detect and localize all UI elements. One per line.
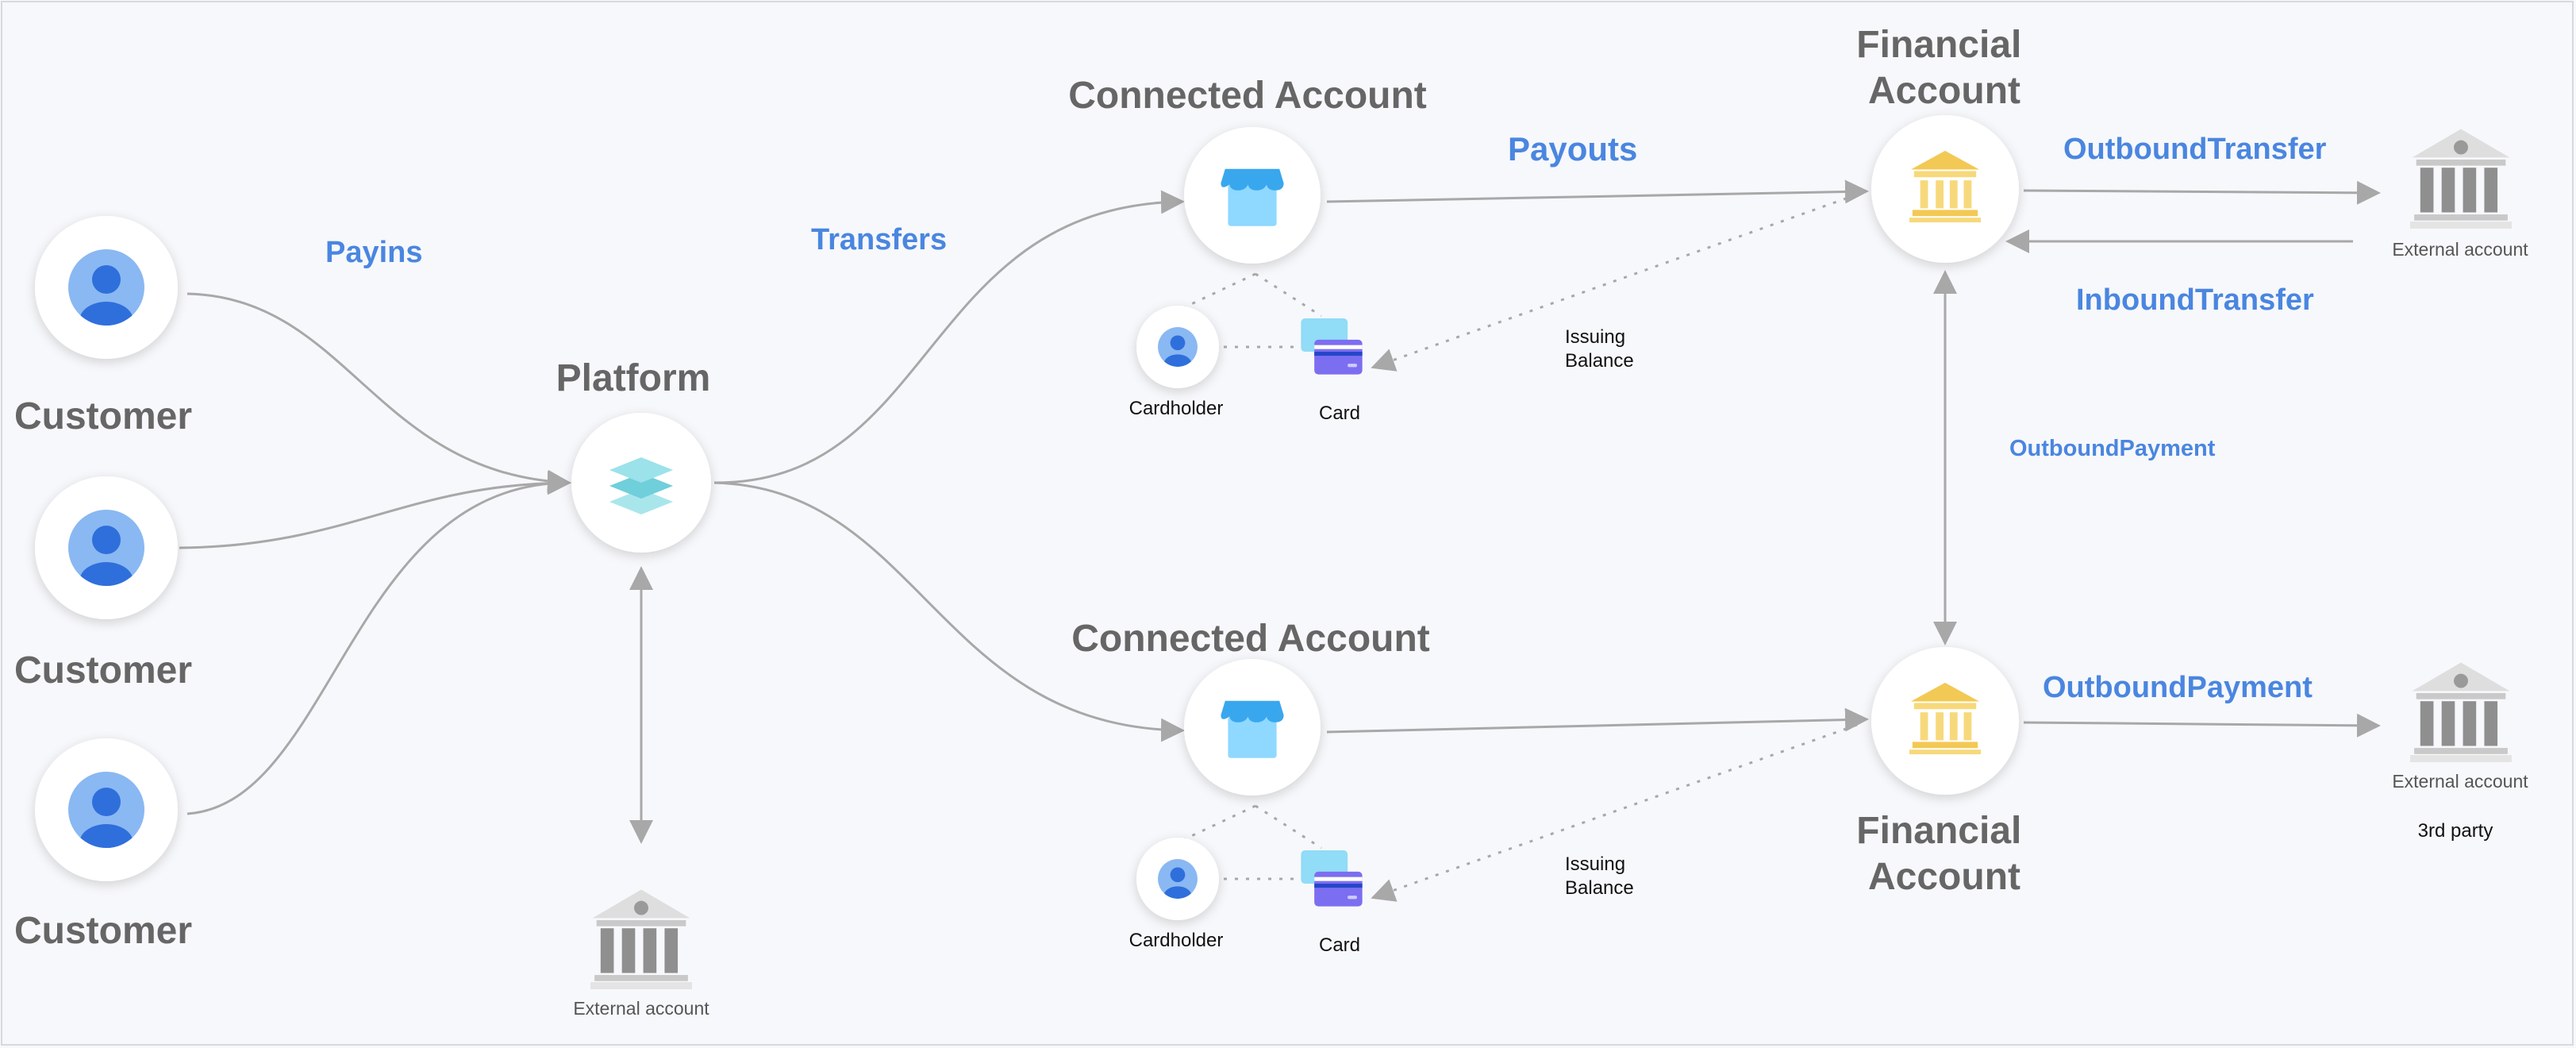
issuing-balance-bottom-line2: Balance (1565, 877, 1634, 899)
financial-account-top[interactable]: Financial Account (1856, 24, 2032, 263)
card-bottom[interactable]: Card (1301, 850, 1363, 956)
third-party-label: 3rd party (2418, 820, 2493, 842)
transfers-label: Transfers (811, 223, 947, 256)
storefront-icon (1221, 168, 1284, 226)
financial-account-top-line2: Account (1868, 70, 2020, 112)
cardholder-label-bottom: Cardholder (1129, 930, 1224, 951)
issuing-balance-top: Issuing Balance (1565, 326, 1634, 372)
cardholder-top[interactable]: Cardholder (1129, 306, 1224, 419)
connected-account-top[interactable]: Connected Account (1068, 75, 1427, 264)
card-top[interactable]: Card (1301, 318, 1363, 424)
platform-label: Platform (556, 357, 711, 399)
bank-icon (2410, 662, 2512, 762)
connected-account-bottom[interactable]: Connected Account (1071, 618, 1430, 796)
transfer-arrow-top (713, 190, 1185, 484)
connectors (179, 179, 2381, 902)
platform-external-account[interactable]: External account (573, 889, 709, 1019)
card-label-bottom: Card (1319, 934, 1360, 956)
outbound-payment-mid-label: OutboundPayment (2009, 436, 2216, 461)
bank-icon (590, 889, 692, 989)
cardholder-bottom[interactable]: Cardholder (1129, 838, 1224, 951)
outbound-transfer-label: OutboundTransfer (2063, 133, 2327, 166)
external-account-label-top: External account (2392, 239, 2528, 260)
connected-account-label-top: Connected Account (1068, 75, 1427, 117)
outbound-payment-arrow (2023, 713, 2381, 738)
customer-label-1: Customer (14, 395, 192, 437)
financial-account-top-line1: Financial (1856, 24, 2021, 66)
financial-account-label-bottom: Financial Account (1856, 810, 2032, 898)
platform-external-label: External account (573, 998, 709, 1019)
customer-node-3[interactable]: Customer (14, 738, 192, 952)
issuing-balance-bottom-line1: Issuing (1565, 853, 1625, 875)
external-account-top[interactable]: External account (2392, 129, 2528, 260)
dotted-balance-top (1371, 193, 1858, 372)
card-icon (1301, 850, 1363, 907)
card-icon (1301, 318, 1363, 375)
payin-arrow-1 (186, 292, 571, 494)
bank-icon (2410, 129, 2512, 229)
connected-account-label-bottom: Connected Account (1071, 618, 1430, 660)
external-account-bottom[interactable]: External account 3rd party (2392, 662, 2528, 842)
card-label-top: Card (1319, 403, 1360, 424)
flow-labels: Payins Transfers Payouts OutboundTransfe… (325, 130, 2327, 704)
storefront-icon (1221, 700, 1284, 758)
payout-arrow-bottom (1326, 707, 1869, 734)
financial-account-bottom[interactable]: Financial Account (1856, 647, 2032, 898)
payin-arrow-2 (179, 471, 571, 549)
payin-arrow-3 (186, 471, 571, 815)
external-account-label-bottom: External account (2392, 771, 2528, 792)
issuing-balance-top-line2: Balance (1565, 350, 1634, 372)
transfer-arrow-bottom (713, 481, 1185, 742)
customer-label-2: Customer (14, 649, 192, 692)
customer-node-2[interactable]: Customer (14, 476, 192, 692)
customer-node-1[interactable]: Customer (14, 216, 192, 437)
payout-arrow-top (1326, 179, 1869, 204)
inbound-transfer-label: InboundTransfer (2076, 283, 2314, 317)
cardholder-label-top: Cardholder (1129, 398, 1224, 419)
issuing-balance-bottom: Issuing Balance (1565, 853, 1634, 899)
issuing-balance-top-line1: Issuing (1565, 326, 1625, 348)
financial-account-bottom-line1: Financial (1856, 810, 2021, 852)
payins-label: Payins (325, 236, 423, 269)
outbound-transfer-arrow (2023, 180, 2381, 205)
financial-account-bottom-line2: Account (1868, 856, 2020, 898)
dotted-balance-bottom (1371, 723, 1858, 902)
payouts-label: Payouts (1508, 130, 1637, 168)
customer-label-3: Customer (14, 910, 192, 952)
platform-node[interactable]: Platform (556, 357, 711, 553)
outbound-payment-bottom-label: OutboundPayment (2043, 671, 2313, 704)
financial-account-label-top: Financial Account (1856, 24, 2032, 112)
